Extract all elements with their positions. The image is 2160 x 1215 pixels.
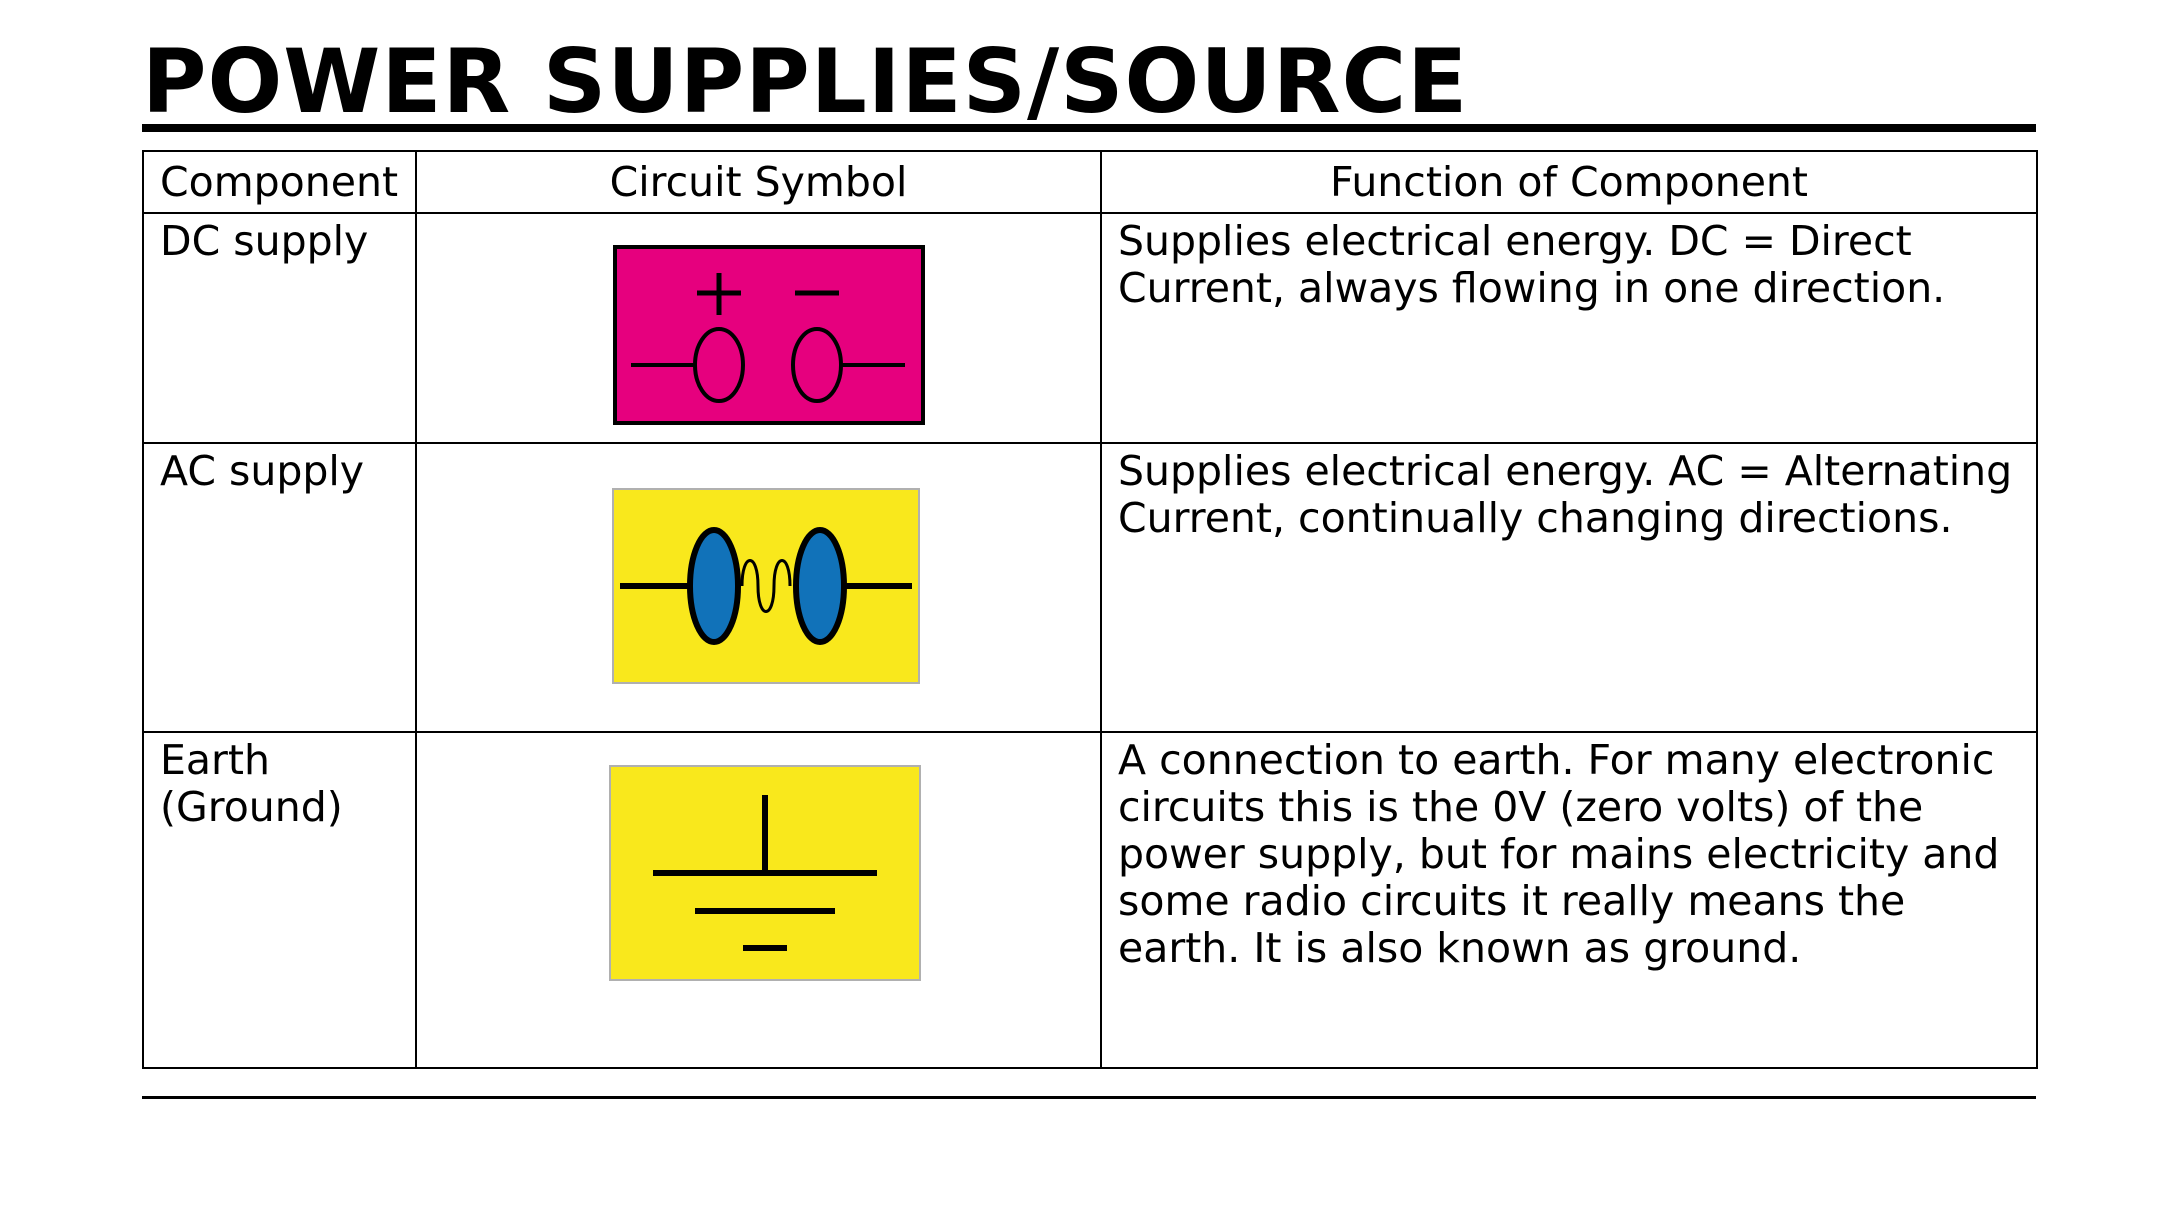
bottom-divider	[142, 1096, 2036, 1099]
table-row: Earth (Ground) A connection to earth. Fo…	[142, 731, 2038, 1069]
component-function: Supplies electrical energy. AC = Alterna…	[1100, 442, 2038, 733]
header-circuit-symbol: Circuit Symbol	[415, 150, 1102, 214]
header-row: Component Circuit Symbol Function of Com…	[142, 150, 2038, 214]
header-component: Component	[142, 150, 417, 214]
table-row: AC supply Supplies electrical energy. AC…	[142, 442, 2038, 733]
ac-supply-symbol-icon	[612, 488, 920, 684]
circuit-symbol-cell	[415, 212, 1102, 444]
circuit-symbol-cell	[415, 731, 1102, 1069]
component-name: Earth (Ground)	[142, 731, 417, 1069]
earth-ground-symbol-icon	[609, 765, 921, 981]
header-function: Function of Component	[1100, 150, 2038, 214]
component-function: A connection to earth. For many electron…	[1100, 731, 2038, 1069]
page-title: POWER SUPPLIES/SOURCE	[142, 30, 1469, 133]
component-name: DC supply	[142, 212, 417, 444]
table-row: DC supply Supplies electrical energy. DC…	[142, 212, 2038, 444]
circuit-symbol-cell	[415, 442, 1102, 733]
dc-supply-symbol-icon	[613, 245, 925, 425]
component-name: AC supply	[142, 442, 417, 733]
component-function: Supplies electrical energy. DC = Direct …	[1100, 212, 2038, 444]
components-table: Component Circuit Symbol Function of Com…	[142, 150, 2038, 1069]
title-underline	[142, 124, 2036, 132]
